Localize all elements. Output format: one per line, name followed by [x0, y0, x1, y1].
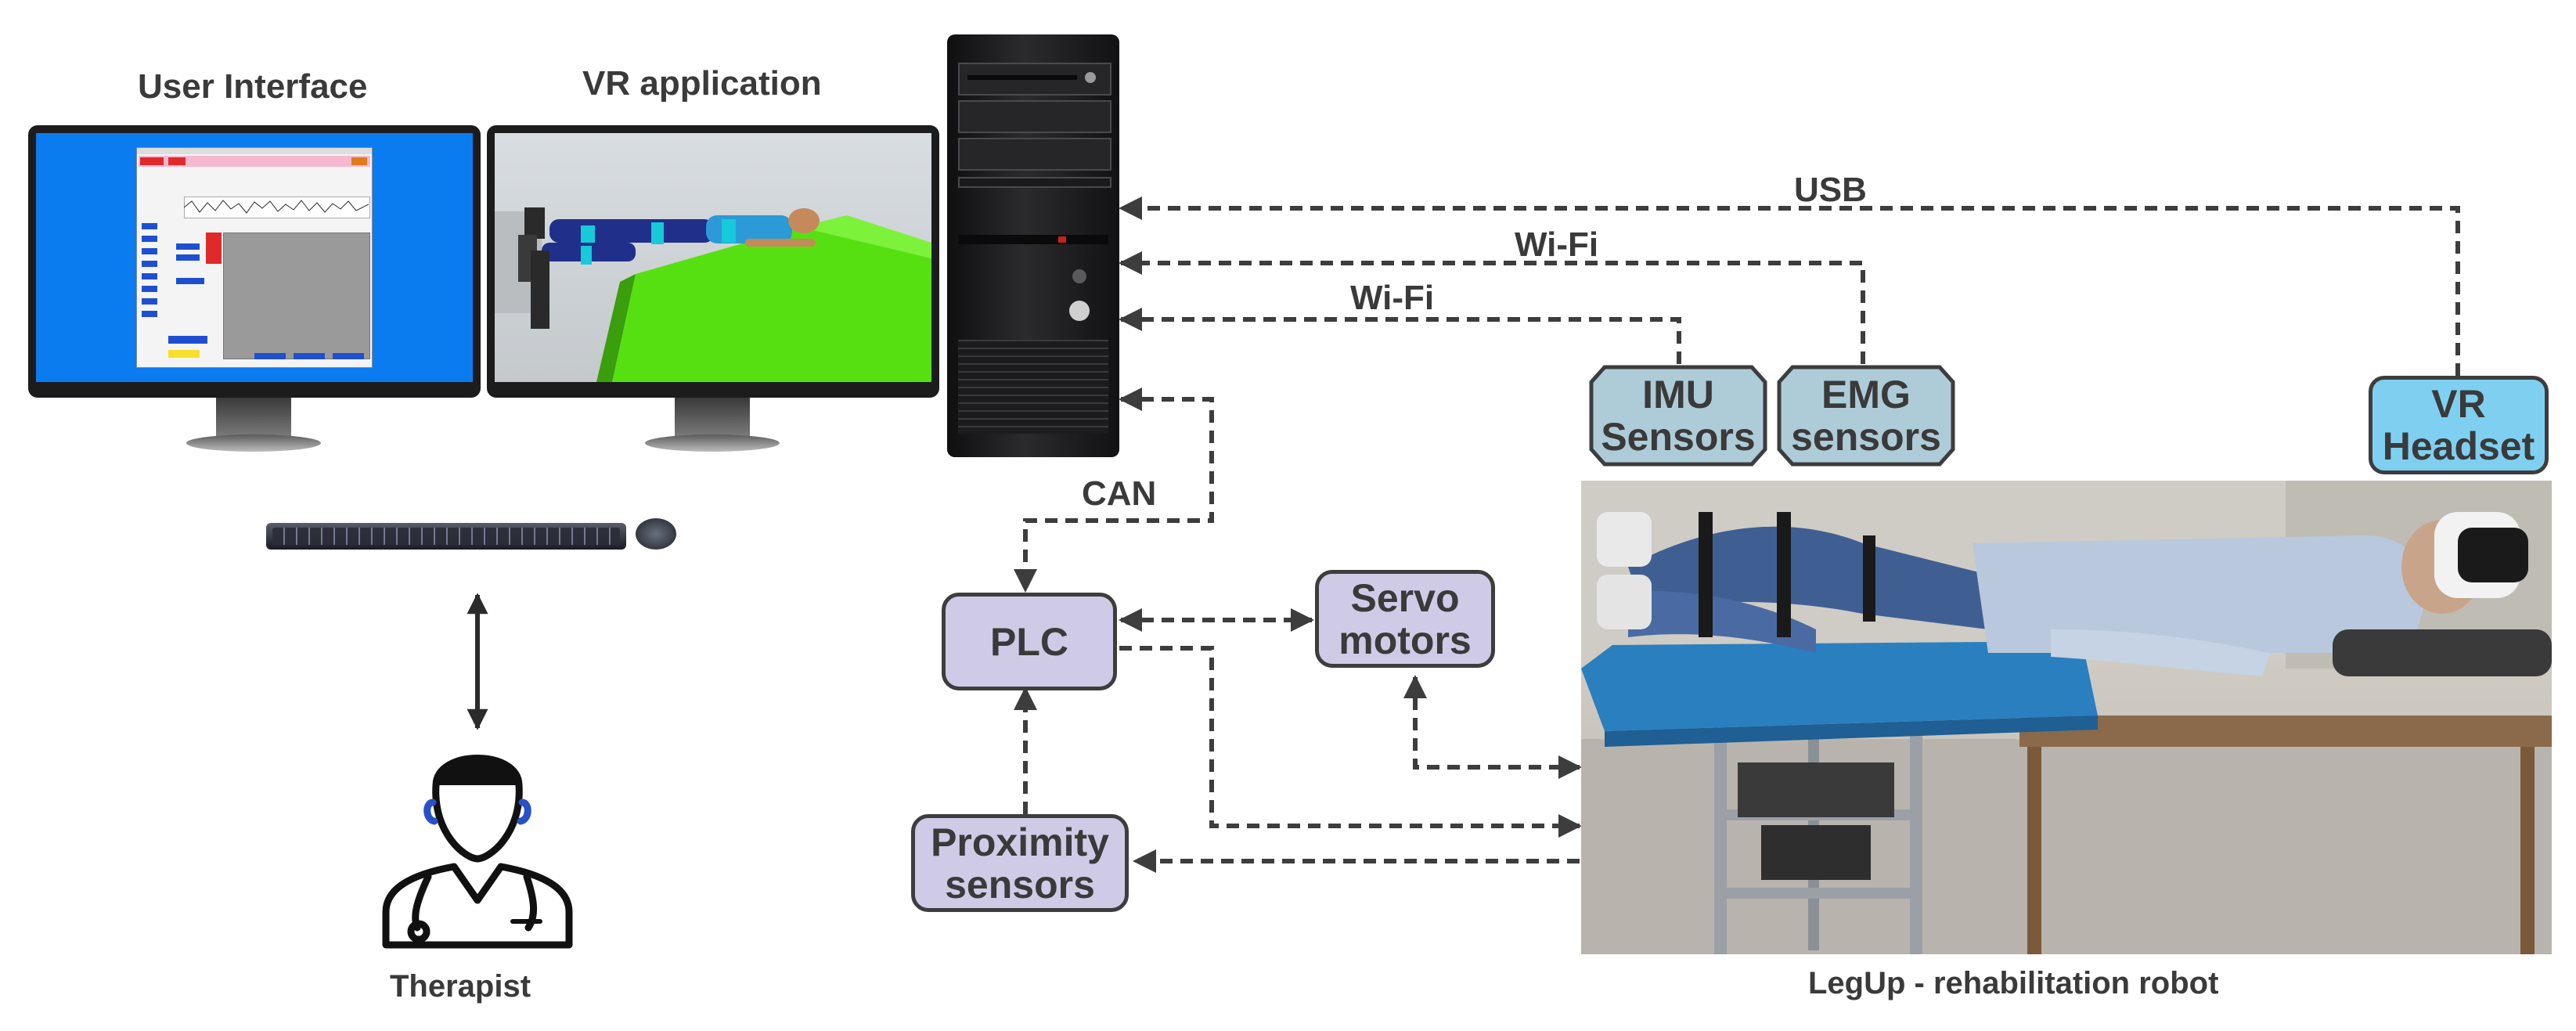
servo-motors-node: Servo motors — [1315, 570, 1495, 668]
wifi-imu-label: Wi-Fi — [1350, 279, 1435, 317]
plc-robot-arrow — [1119, 646, 1582, 838]
user-interface-screen — [36, 133, 473, 382]
user-interface-monitor — [28, 125, 481, 458]
user-interface-title: User Interface — [138, 67, 368, 106]
robot-caption: LegUp - rehabilitation robot — [1808, 966, 2219, 1000]
software-window — [136, 147, 373, 368]
servo-robot-arrow — [1403, 675, 1582, 779]
mouse — [636, 518, 676, 550]
can-arrow — [1014, 388, 1214, 593]
usb-arrow — [1119, 196, 2460, 376]
therapist-icon — [382, 755, 573, 949]
vr-scene-screen — [495, 133, 931, 382]
wifi-emg-label: Wi-Fi — [1515, 225, 1599, 264]
wifi-emg-arrow — [1119, 251, 1865, 364]
pc-tower — [947, 34, 1119, 457]
proximity-sensors-node: Proximity sensors — [911, 814, 1129, 912]
emg-sensors-node: EMG sensors — [1777, 365, 1955, 467]
wifi-imu-arrow — [1119, 308, 1681, 364]
therapist-label: Therapist — [390, 969, 531, 1004]
can-label: CAN — [1082, 474, 1157, 513]
vr-application-monitor — [487, 125, 939, 458]
usb-label: USB — [1794, 171, 1867, 209]
legup-robot-photo — [1581, 481, 2552, 954]
imu-sensors-node: IMU Sensors — [1589, 365, 1767, 467]
plc-node: PLC — [942, 593, 1117, 690]
vr-scene — [495, 207, 931, 382]
vr-headset-node: VR Headset — [2369, 376, 2549, 474]
keyboard — [266, 523, 626, 550]
vr-application-title: VR application — [582, 64, 822, 103]
